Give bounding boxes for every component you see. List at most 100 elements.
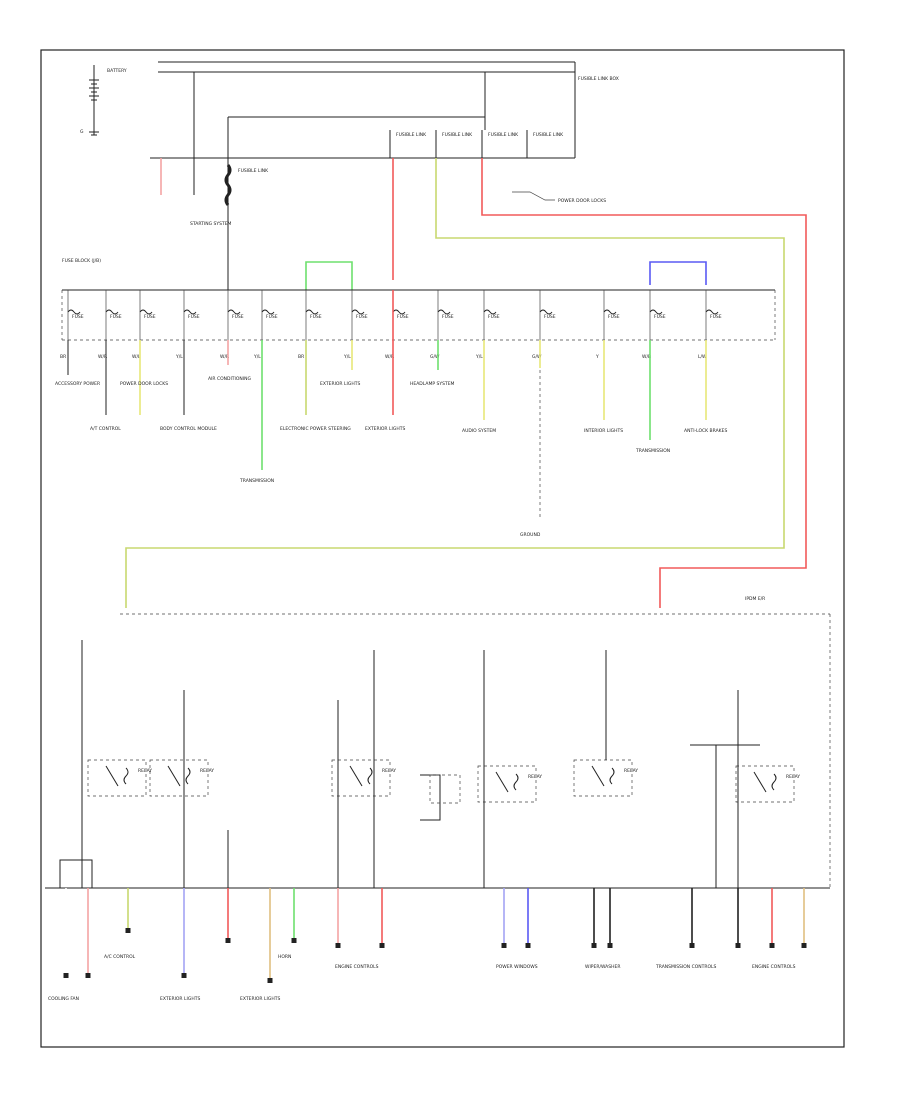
sys-bot-10: ENGINE CONTROLS [752, 964, 796, 970]
fuse-wire-code: G/W [430, 354, 440, 360]
relay-contact [167, 765, 181, 787]
relay-box [87, 759, 147, 797]
fuse-symbol [603, 309, 617, 315]
sys-bot-8: WIPER/WASHER [585, 964, 620, 970]
sys-bot-1: COOLING FAN [48, 996, 79, 1002]
relay-contact [591, 765, 605, 787]
relay-box [573, 759, 633, 797]
fuse-symbol [351, 309, 365, 315]
top-feed-wires: POWER DOOR LOCKS STARTING SYSTEM [125, 158, 807, 608]
fuse-symbol [183, 309, 197, 315]
fuse-label: FUSE [544, 314, 556, 320]
terminal-connector [801, 943, 807, 948]
fuse-label: FUSE [654, 314, 666, 320]
terminal-connector [769, 943, 775, 948]
fuse-wire-code: Y/L [475, 354, 483, 360]
fuse-label: FUSE [310, 314, 322, 320]
relay-coil [123, 767, 129, 785]
sys-top-1: ACCESSORY POWER [55, 381, 100, 387]
fuse-label: FUSE [397, 314, 409, 320]
relay: RELAY [149, 759, 214, 797]
relay: RELAY [331, 759, 396, 797]
fusible-link-label-4: FUSIBLE LINK [533, 132, 564, 138]
relay-coil [367, 767, 373, 785]
main-power-bus: FUSIBLE LINK BOX [150, 61, 619, 159]
sys-top-9: EXTERIOR LIGHTS [365, 426, 405, 432]
terminal-connector [181, 973, 187, 978]
system-label-starting: STARTING SYSTEM [190, 221, 232, 227]
fuse-wire-code: W/R [220, 354, 229, 360]
terminal-connector [689, 943, 695, 948]
fuse-wire-code: W/B [642, 354, 651, 360]
fuse-label: FUSE [72, 314, 84, 320]
terminal-connector [591, 943, 597, 948]
relay: RELAY [87, 759, 152, 797]
relay-label: RELAY [382, 768, 396, 774]
fuse-label: FUSE [266, 314, 278, 320]
ipdm-internal-wiring [59, 640, 760, 888]
fusible-link-label-1: FUSIBLE LINK [396, 132, 427, 138]
sys-top-14: ANTI-LOCK BRAKES [684, 428, 727, 434]
terminal-connector [607, 943, 613, 948]
relay-contact [495, 771, 509, 793]
relay-contact [753, 771, 767, 793]
terminal-connector [125, 928, 131, 933]
sys-bot-9: TRANSMISSION CONTROLS [655, 964, 717, 970]
battery: BATTERY G [80, 65, 127, 136]
fusible-links: FUSIBLE LINK FUSIBLE LINK FUSIBLE LINK F… [224, 132, 564, 206]
terminal-connector [291, 938, 297, 943]
fuse-wire-code: Y/L [253, 354, 261, 360]
fuse-symbol [437, 309, 451, 315]
sys-top-12: INTERIOR LIGHTS [584, 428, 623, 434]
fuse-wire-code: G/W [532, 354, 542, 360]
terminal-connector [525, 943, 531, 948]
fusible-link-label-2: FUSIBLE LINK [442, 132, 473, 138]
module-box [429, 774, 461, 804]
fuse-wire-code: W/R [98, 354, 107, 360]
terminal-connector [63, 973, 69, 978]
fuse-label: FUSE [608, 314, 620, 320]
fuse-symbol [649, 309, 663, 315]
sys-bot-2: A/C CONTROL [104, 954, 136, 960]
relay: RELAY [735, 765, 800, 803]
fuse-label: FUSE [110, 314, 122, 320]
fuse-symbol [305, 309, 319, 315]
ipdm-box: IPDM E/R [45, 596, 831, 889]
fuse-wire-code: BR [60, 354, 66, 360]
sys-top-8: EXTERIOR LIGHTS [320, 381, 360, 387]
diagram-frame [40, 49, 845, 1048]
fuse-symbol [139, 309, 153, 315]
sys-bot-3: EXTERIOR LIGHTS [160, 996, 200, 1002]
terminal-connector [379, 943, 385, 948]
system-label-fuel: POWER DOOR LOCKS [558, 198, 606, 204]
relay-box [735, 765, 795, 803]
sys-bot-4: EXTERIOR LIGHTS [240, 996, 280, 1002]
fuse-symbol [705, 309, 719, 315]
sys-bot-7: POWER WINDOWS [496, 964, 538, 970]
terminal-connector [735, 943, 741, 948]
battery-label: BATTERY [107, 68, 127, 74]
terminal-connector [267, 978, 273, 983]
fuse-columns: FUSEBRFUSEW/RFUSEW/LFUSEY/LFUSEW/RFUSEY/… [60, 290, 722, 360]
fuse-label: FUSE [710, 314, 722, 320]
relay-coil [771, 773, 777, 791]
relay-box [149, 759, 209, 797]
fuse-symbol [227, 309, 241, 315]
fuse-wire-code: W/R [385, 354, 394, 360]
relay-box [477, 765, 537, 803]
fuse-symbol [539, 309, 553, 315]
fuse-wire-code: Y/L [175, 354, 183, 360]
fuse-wire-code: Y/L [343, 354, 351, 360]
sys-top-10: HEADLAMP SYSTEM [410, 381, 455, 387]
top-system-labels: ACCESSORY POWER A/T CONTROL POWER DOOR L… [55, 376, 727, 538]
relay: RELAY [477, 765, 542, 803]
fusible-link-main-label: FUSIBLE LINK [238, 168, 269, 174]
sys-top-3: POWER DOOR LOCKS [120, 381, 168, 387]
terminal-connector [85, 973, 91, 978]
sys-top-15: GROUND [520, 532, 541, 538]
wire-red-main [481, 158, 807, 608]
fuse-wire-code: L/W [698, 354, 707, 360]
relay-box [331, 759, 391, 797]
